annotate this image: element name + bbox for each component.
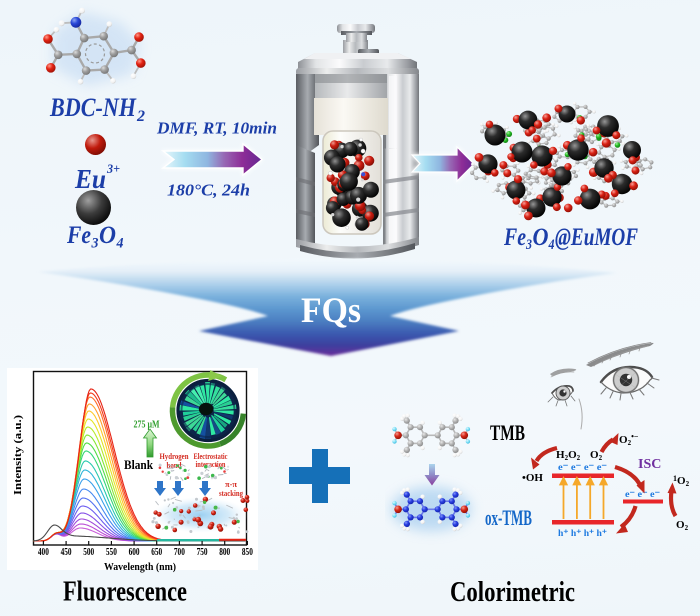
svg-text:800: 800	[219, 546, 230, 558]
svg-text:500: 500	[83, 546, 94, 558]
svg-text:π-π: π-π	[225, 479, 237, 489]
svg-text:TMB: TMB	[490, 420, 525, 445]
svg-text:400: 400	[38, 546, 49, 558]
svg-text:BDC-NH: BDC-NH	[49, 93, 137, 122]
svg-text:180°C, 24h: 180°C, 24h	[167, 181, 250, 200]
svg-text:275 μM: 275 μM	[134, 420, 160, 431]
svg-text:h⁺ h⁺ h⁺ h⁺: h⁺ h⁺ h⁺ h⁺	[558, 529, 607, 539]
svg-text:Fe: Fe	[503, 224, 526, 251]
svg-text:3: 3	[525, 237, 532, 253]
svg-text:stacking: stacking	[219, 488, 244, 498]
svg-text:O: O	[99, 222, 116, 249]
svg-text:Intensity (a.u.): Intensity (a.u.)	[12, 415, 24, 495]
svg-text:e⁻ e⁻ e⁻ e⁻: e⁻ e⁻ e⁻ e⁻	[558, 463, 607, 473]
svg-text:700: 700	[174, 546, 185, 558]
svg-text:@EuMOF: @EuMOF	[555, 224, 638, 251]
svg-text:850: 850	[242, 546, 253, 558]
svg-text:ox-TMB: ox-TMB	[485, 505, 532, 530]
svg-text:Electrostatic: Electrostatic	[194, 451, 228, 461]
svg-text:•OH: •OH	[522, 472, 543, 484]
svg-text:Wavelength (nm): Wavelength (nm)	[104, 561, 176, 573]
svg-text:450: 450	[61, 546, 72, 558]
svg-text:4: 4	[548, 237, 555, 253]
svg-text:Fe: Fe	[66, 222, 91, 249]
svg-text:1O2: 1O2	[673, 474, 690, 488]
svg-text:2: 2	[136, 108, 145, 125]
svg-text:ISC: ISC	[638, 457, 661, 472]
svg-text:H2O2: H2O2	[556, 449, 581, 462]
svg-text:Blank: Blank	[124, 457, 154, 472]
svg-text:e⁻ e⁻ e⁻: e⁻ e⁻ e⁻	[625, 490, 660, 500]
svg-text:750: 750	[197, 546, 208, 558]
svg-text:3+: 3+	[106, 161, 120, 176]
svg-text:Fluorescence: Fluorescence	[63, 577, 187, 608]
svg-text:Hydrogen: Hydrogen	[160, 451, 189, 461]
svg-text:3: 3	[91, 236, 99, 252]
svg-text:600: 600	[129, 546, 140, 558]
svg-text:Colorimetric: Colorimetric	[450, 577, 575, 608]
svg-text:O: O	[533, 224, 549, 251]
svg-text:FQs: FQs	[301, 290, 361, 330]
svg-text:550: 550	[106, 546, 117, 558]
svg-text:DMF, RT, 10min: DMF, RT, 10min	[156, 119, 277, 138]
svg-text:Eu: Eu	[74, 164, 106, 194]
svg-text:bond: bond	[167, 460, 182, 470]
svg-text:650: 650	[151, 546, 162, 558]
svg-text:interaction: interaction	[196, 459, 226, 469]
svg-text:4: 4	[116, 236, 124, 252]
